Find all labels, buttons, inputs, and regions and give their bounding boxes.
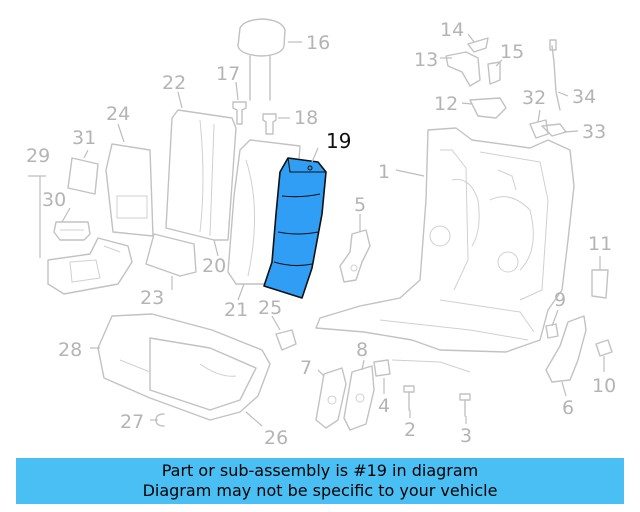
part-11 <box>591 269 609 299</box>
bolt-3-part <box>459 393 471 417</box>
callout-32: 32 <box>522 87 546 109</box>
bracket-5-part <box>339 229 371 283</box>
pad-23-part <box>145 233 197 277</box>
clip-30-part <box>53 221 91 241</box>
panel-31-part <box>67 157 99 195</box>
callout-29: 29 <box>26 145 50 167</box>
part-10 <box>595 339 613 357</box>
callout-31: 31 <box>72 127 96 149</box>
banner-line-2: Diagram may not be specific to your vehi… <box>142 481 498 500</box>
headrest-guide-17-part <box>232 101 247 125</box>
seatback-pad-19-highlighted-part <box>263 157 327 299</box>
callout-26: 26 <box>264 427 288 449</box>
part-13 <box>445 51 481 87</box>
callout-22: 22 <box>162 72 186 94</box>
part-4 <box>373 359 391 377</box>
callout-34: 34 <box>572 86 596 108</box>
callout-7: 7 <box>300 357 312 379</box>
headrest-part <box>237 18 286 101</box>
seatback-pad-22-part <box>165 109 237 241</box>
callout-30: 30 <box>42 189 66 211</box>
callout-13: 13 <box>414 49 438 71</box>
headrest-guide-18-part <box>262 113 277 135</box>
callout-5: 5 <box>354 194 366 216</box>
callout-18: 18 <box>294 107 318 129</box>
callout-23: 23 <box>140 287 164 309</box>
callout-20: 20 <box>202 255 226 277</box>
bolt-2-part <box>403 385 415 411</box>
part-14 <box>467 37 489 53</box>
hinge-cover-8-part <box>343 365 375 431</box>
callout-25: 25 <box>258 297 282 319</box>
seat-frame-1-part <box>315 127 575 373</box>
callout-4: 4 <box>378 395 390 417</box>
part-25 <box>275 329 297 351</box>
callout-6: 6 <box>562 397 574 419</box>
callout-3: 3 <box>460 425 472 447</box>
callout-2: 2 <box>404 419 416 441</box>
callout-17: 17 <box>216 63 240 85</box>
callout-19-highlighted: 19 <box>326 129 351 153</box>
seatback-cover-24-part <box>105 143 154 237</box>
callout-12: 12 <box>434 93 458 115</box>
info-banner: Part or sub-assembly is #19 in diagram D… <box>16 458 624 504</box>
belt-34-part <box>549 39 561 111</box>
callout-15: 15 <box>500 41 524 63</box>
part-12 <box>469 97 507 119</box>
callout-33: 33 <box>582 121 606 143</box>
callout-16: 16 <box>306 32 330 54</box>
side-panel-6-part <box>545 315 587 383</box>
armrest-29-part <box>47 237 133 295</box>
parts-diagram: 16 17 18 22 24 31 29 30 19 20 21 23 5 1 … <box>26 18 616 449</box>
part-9 <box>545 323 559 339</box>
seat-cushion-28-part <box>97 313 271 421</box>
callout-21: 21 <box>224 299 248 321</box>
callout-11: 11 <box>588 233 612 255</box>
callout-1: 1 <box>378 161 390 183</box>
callout-27: 27 <box>120 411 144 433</box>
callout-9: 9 <box>554 289 566 311</box>
callout-10: 10 <box>592 375 616 397</box>
buckle-32-33-part <box>529 119 567 139</box>
hinge-cover-7-part <box>315 367 347 429</box>
callout-28: 28 <box>58 339 82 361</box>
banner-line-1: Part or sub-assembly is #19 in diagram <box>161 461 479 480</box>
part-15 <box>487 61 501 85</box>
callout-14: 14 <box>440 19 464 41</box>
callout-24: 24 <box>106 103 130 125</box>
callout-8: 8 <box>356 339 368 361</box>
